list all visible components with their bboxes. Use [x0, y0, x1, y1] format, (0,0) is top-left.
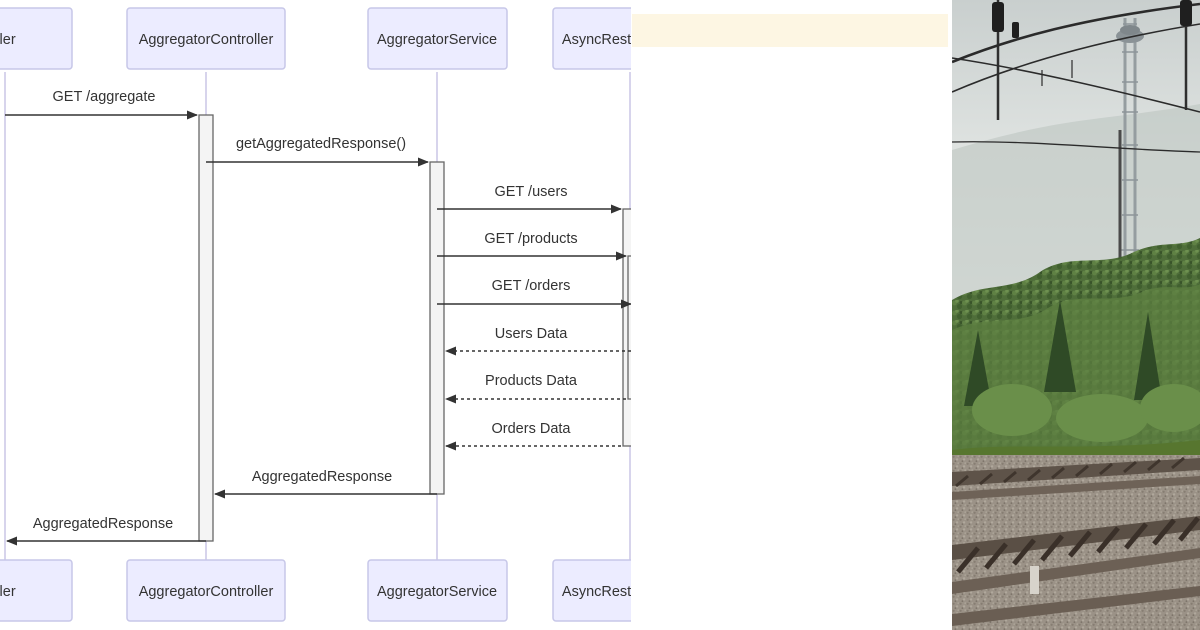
railway-track-upper	[952, 456, 1200, 500]
participant-label-controller-top: AggregatorController	[139, 32, 274, 48]
message-label-1: getAggregatedResponse()	[236, 136, 406, 152]
conifer-trees	[964, 300, 1162, 406]
railway-track-bottom-edge	[952, 586, 1200, 626]
transmission-tower	[1116, 18, 1144, 300]
participant-label-controller-bottom: AggregatorController	[139, 584, 274, 600]
participant-box-controller-top[interactable]	[126, 7, 286, 70]
message-label-6: Products Data	[485, 373, 578, 389]
activation-template-2	[627, 255, 631, 400]
message-label-9: AggregatedResponse	[33, 516, 173, 532]
participant-box-template-bottom[interactable]	[552, 559, 631, 622]
participant-label-caller-top: ller	[0, 32, 16, 48]
participant-box-template-top[interactable]	[552, 7, 631, 70]
participant-label-caller-bottom: ller	[0, 584, 16, 600]
railway-photo	[952, 0, 1200, 630]
participant-box-controller-bottom[interactable]	[126, 559, 286, 622]
message-label-5: Users Data	[495, 326, 568, 342]
activation-controller	[198, 114, 214, 542]
message-label-2: GET /users	[494, 184, 567, 200]
participant-box-service-top[interactable]	[367, 7, 508, 70]
shrubs	[972, 384, 1200, 442]
message-labels: GET /aggregate getAggregatedResponse() G…	[33, 89, 578, 532]
participant-label-service-bottom: AggregatorService	[377, 584, 497, 600]
participant-label-template-bottom: AsyncRestT	[562, 584, 631, 600]
message-label-8: AggregatedResponse	[252, 469, 392, 485]
participant-boxes-top	[0, 7, 631, 70]
messages	[5, 110, 631, 546]
activation-bars	[198, 114, 631, 542]
participant-boxes-bottom	[0, 559, 631, 622]
marker-post	[1030, 566, 1039, 594]
message-label-4: GET /orders	[492, 278, 571, 294]
participant-box-caller-top[interactable]	[0, 7, 73, 70]
sequence-diagram-clip: GET /aggregate getAggregatedResponse() G…	[0, 7, 631, 622]
note-banner	[632, 14, 948, 47]
message-label-7: Orders Data	[492, 421, 572, 437]
participant-labels-top: ller AggregatorController AggregatorServ…	[0, 32, 631, 48]
message-label-0: GET /aggregate	[53, 89, 156, 105]
activation-service	[429, 161, 445, 495]
railway-track-lower	[952, 516, 1200, 594]
railway-photo-svg	[952, 0, 1200, 630]
participant-box-caller-bottom[interactable]	[0, 559, 73, 622]
participant-label-template-top: AsyncRestT	[562, 32, 631, 48]
participant-label-service-top: AggregatorService	[377, 32, 497, 48]
sequence-diagram-svg: GET /aggregate getAggregatedResponse() G…	[0, 7, 631, 622]
message-label-3: GET /products	[484, 231, 577, 247]
activation-template-1	[622, 208, 631, 447]
participant-box-service-bottom[interactable]	[367, 559, 508, 622]
participant-labels-bottom: ller AggregatorController AggregatorServ…	[0, 584, 631, 600]
sequence-diagram-panel: GET /aggregate getAggregatedResponse() G…	[0, 7, 948, 622]
